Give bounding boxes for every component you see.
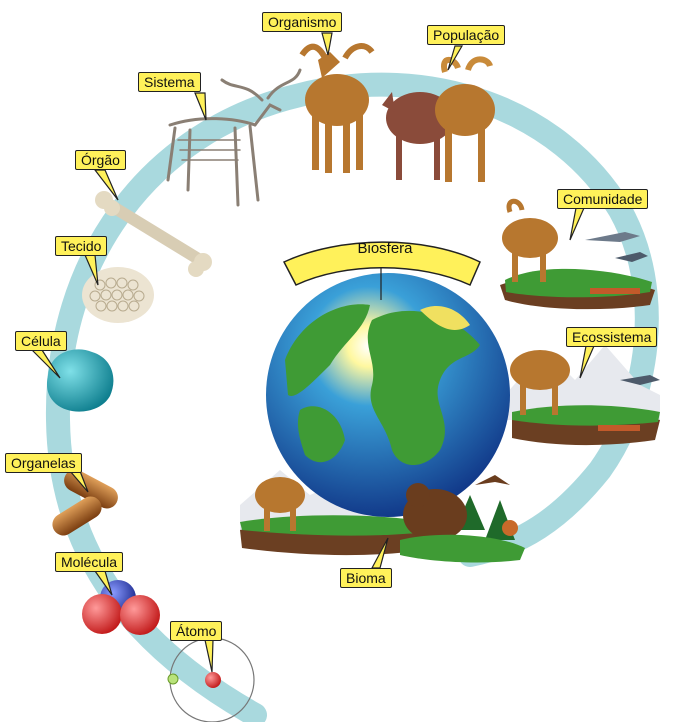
label-biosfera: Biosfera [330,240,440,257]
label-bioma: Bioma [340,568,392,588]
label-orgao: Órgão [75,150,126,170]
label-tecido: Tecido [55,236,107,256]
label-molecula: Molécula [55,552,123,572]
label-ecossistema: Ecossistema [566,327,657,347]
molecule-icon [82,580,160,635]
label-atomo: Átomo [170,621,222,641]
label-organelas: Organelas [5,453,82,473]
globe-icon [266,273,510,517]
organismo-moose-icon [302,46,372,173]
label-comunidade: Comunidade [557,189,648,209]
label-sistema: Sistema [138,72,201,92]
label-populacao: População [427,25,505,45]
tissue-icon [82,267,154,323]
label-organismo: Organismo [262,12,342,32]
label-celula: Célula [15,331,67,351]
cell-icon [47,349,113,411]
